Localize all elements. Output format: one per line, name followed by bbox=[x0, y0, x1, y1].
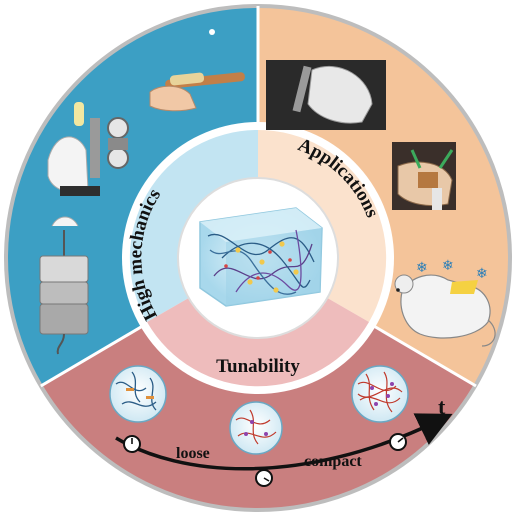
pressure-gauge-icon bbox=[47, 102, 129, 196]
time-axis-arrow bbox=[115, 413, 453, 471]
snowflake-icon: ❄ ❄ ❄ bbox=[416, 258, 488, 282]
tunability-label: Tunability bbox=[216, 356, 300, 377]
wound-adhesion-photo bbox=[392, 142, 456, 210]
snowflake-icon: ❄ bbox=[476, 266, 488, 282]
intermediate-network-icon bbox=[229, 401, 283, 455]
timeline-compact-label: compact bbox=[304, 453, 362, 470]
snowflake-icon: ❄ bbox=[442, 258, 454, 274]
timeline-t-label: t bbox=[438, 394, 446, 419]
snowflake-icon: ❄ bbox=[416, 260, 428, 276]
hand-holding-hydrogel-photo bbox=[266, 60, 386, 130]
compact-network-icon bbox=[351, 365, 409, 423]
loose-network-icon bbox=[109, 365, 167, 423]
hydrogel-network-block bbox=[199, 207, 323, 307]
spring-scale-weight-icon bbox=[39, 216, 89, 355]
hand-stretching-hydrogel-icon bbox=[149, 29, 245, 112]
mouse-with-hydrogel-icon bbox=[394, 274, 496, 347]
timeline-loose-label: loose bbox=[176, 445, 210, 462]
